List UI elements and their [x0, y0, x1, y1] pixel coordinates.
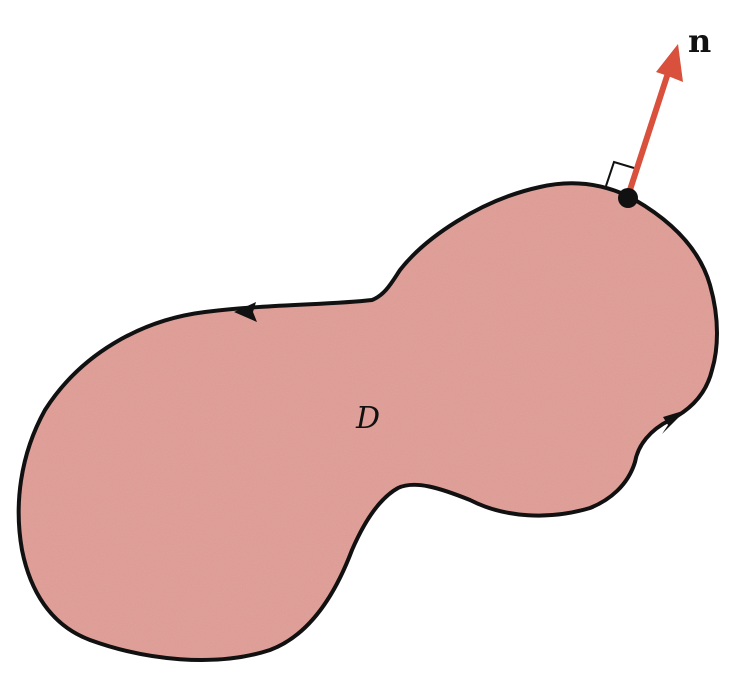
region-d-shape	[18, 183, 718, 661]
normal-vector-label: n	[688, 22, 711, 60]
boundary-point	[618, 188, 638, 208]
region-label: D	[355, 401, 380, 436]
normal-vector-shaft	[625, 67, 672, 199]
orientation-arrow-right	[662, 410, 686, 434]
right-angle-marker	[605, 160, 635, 187]
orientation-arrow-top	[234, 302, 257, 322]
normal-vector-arrowhead	[656, 44, 683, 82]
